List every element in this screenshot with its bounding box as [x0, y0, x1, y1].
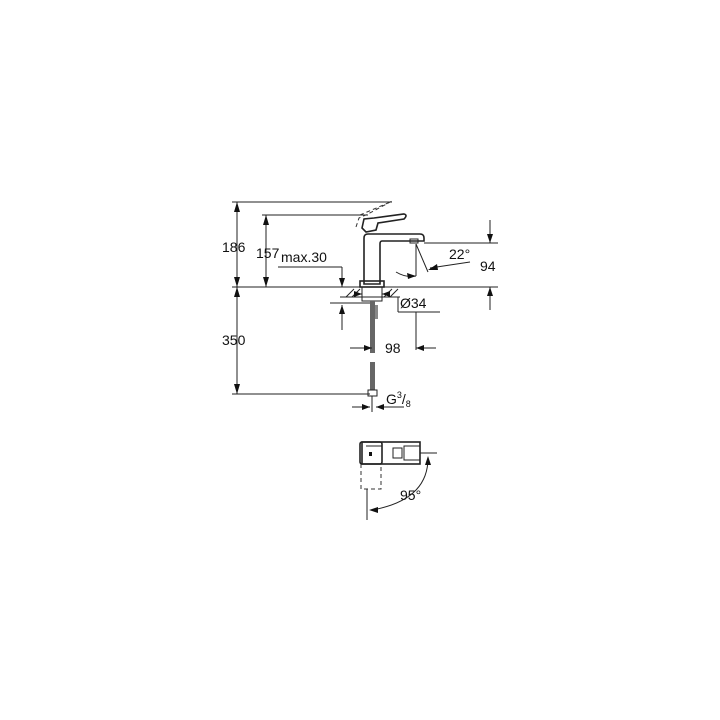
dim-95deg: 95° [400, 487, 421, 503]
dim-diameter-34: Ø34 [400, 295, 427, 311]
dim-186: 186 [222, 239, 246, 255]
dim-max30: max.30 [281, 249, 327, 265]
dim-157: 157 [256, 245, 280, 261]
deck-hatch [340, 288, 400, 298]
supply-hose [370, 301, 375, 353]
top-view [359, 441, 437, 520]
dim-94: 94 [480, 258, 496, 274]
dim-350: 350 [222, 332, 246, 348]
dim-98: 98 [385, 340, 401, 356]
dim-22deg: 22° [449, 246, 470, 262]
faucet-body [363, 233, 425, 285]
mounting-nut [361, 286, 383, 302]
dim-connection: G3/8 [386, 390, 411, 409]
lever [361, 213, 407, 233]
